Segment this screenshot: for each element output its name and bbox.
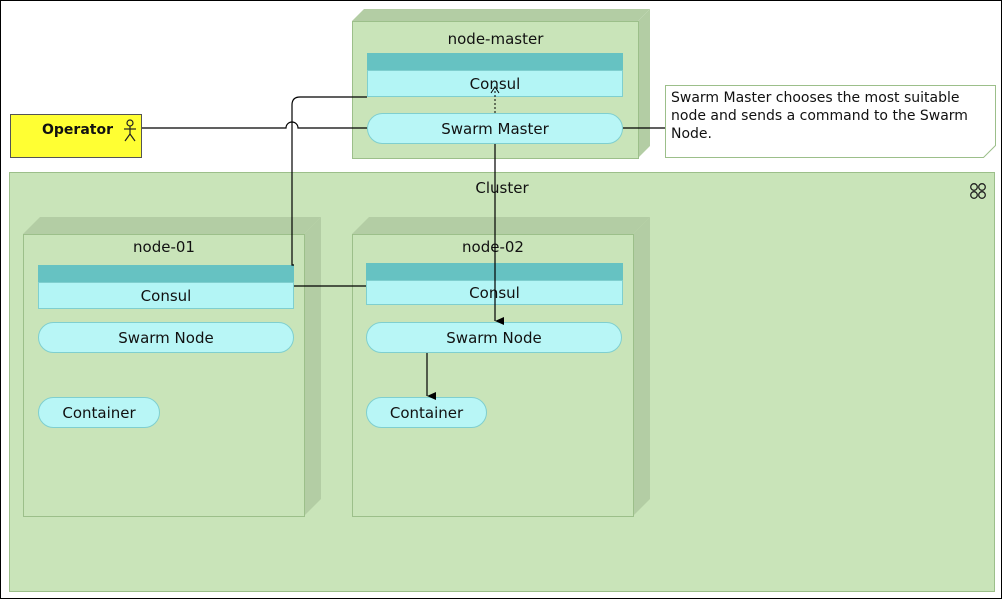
node-02-depth — [352, 217, 650, 516]
node-01-consul[interactable]: Consul — [38, 282, 294, 309]
note-border — [665, 85, 996, 158]
swarm-master[interactable]: Swarm Master — [367, 113, 623, 144]
note-text: Swarm Master chooses the most suitable n… — [671, 90, 968, 142]
consul-01-to-master-line — [291, 96, 367, 266]
node-01-container[interactable]: Container — [38, 397, 160, 428]
node-01-swarm-node[interactable]: Swarm Node — [38, 322, 294, 353]
node-master-title: node-master — [447, 30, 544, 48]
node-01-depth — [23, 217, 321, 516]
node-master-consul-header — [367, 53, 623, 70]
node-master-depth — [352, 9, 650, 158]
person-icon — [123, 119, 137, 143]
node-02-swarm-node[interactable]: Swarm Node — [366, 322, 622, 353]
cluster-icon — [968, 181, 988, 201]
node-01-consul-header — [38, 265, 294, 282]
cluster-title: Cluster — [475, 179, 529, 197]
node-02-container[interactable]: Container — [366, 397, 487, 428]
operator-actor[interactable]: Operator — [10, 114, 142, 158]
operator-label: Operator — [42, 122, 113, 138]
note-box[interactable]: Swarm Master chooses the most suitable n… — [665, 85, 996, 158]
operator-to-swarm-master-line — [142, 121, 367, 129]
node-01-title: node-01 — [133, 238, 195, 256]
node-02-title: node-02 — [462, 238, 524, 256]
